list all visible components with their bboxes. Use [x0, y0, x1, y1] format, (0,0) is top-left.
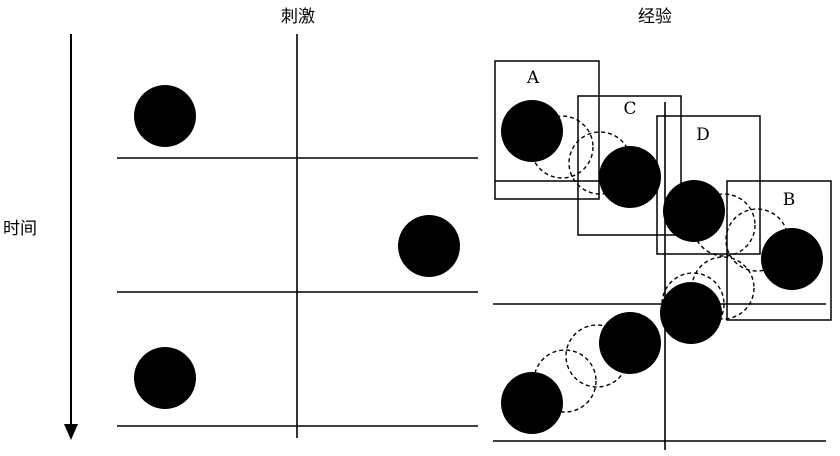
- box-c: [577, 95, 682, 236]
- time-axis: [64, 34, 78, 440]
- box-b: [726, 180, 832, 321]
- box-b-label: B: [783, 190, 796, 210]
- dashed-trace-circles: [530, 115, 789, 413]
- box-d: [656, 115, 761, 255]
- box-a-label: A: [526, 68, 540, 88]
- time-label: 时间: [3, 219, 37, 239]
- stimulus-grid: [117, 34, 478, 438]
- experience-dot-3: [663, 180, 725, 242]
- experience-header: 经验: [638, 7, 672, 27]
- experience-dot-6: [599, 312, 661, 374]
- box-d-label: D: [696, 125, 710, 145]
- experience-dots: [501, 100, 823, 434]
- experience-dot-7: [660, 282, 722, 344]
- stimulus-dot-2: [398, 215, 460, 277]
- experience-grid: [493, 102, 826, 450]
- box-c-label: C: [623, 99, 636, 119]
- box-a: [494, 60, 600, 200]
- experience-dot-4: [761, 228, 823, 290]
- stimulus-dot-1: [134, 85, 196, 147]
- experience-dot-5: [501, 372, 563, 434]
- experience-dot-1: [501, 100, 563, 162]
- time-arrowhead: [64, 424, 78, 440]
- stimulus-dot-3: [134, 347, 196, 409]
- stimulus-header: 刺激: [281, 7, 315, 27]
- experience-dot-2: [599, 146, 661, 208]
